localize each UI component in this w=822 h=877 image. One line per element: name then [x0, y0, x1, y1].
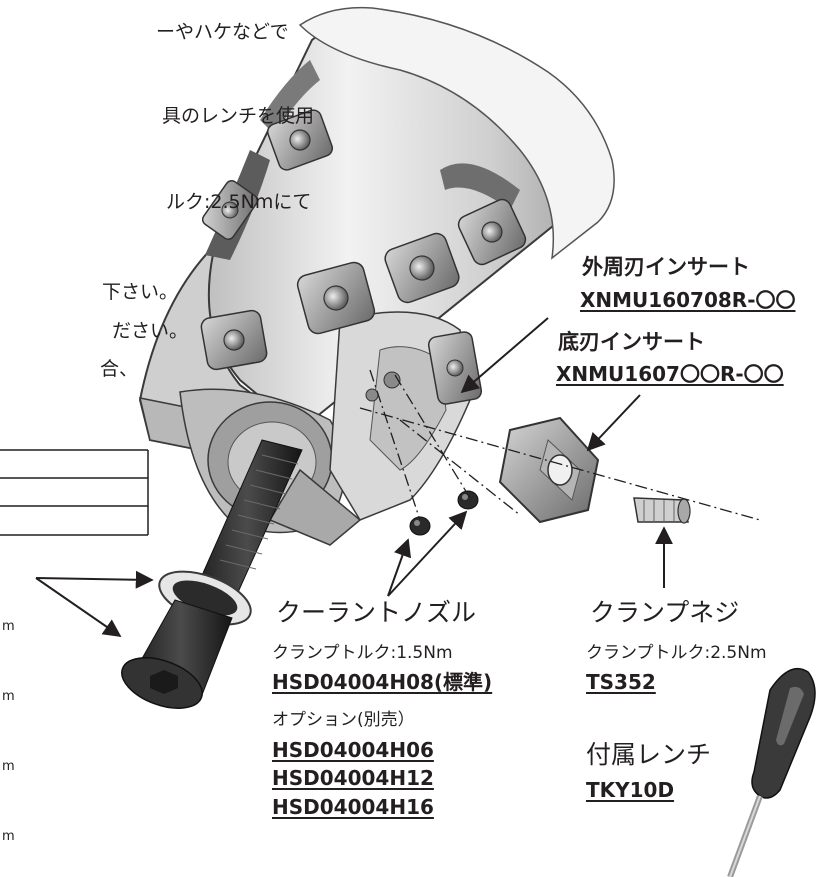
coolant-nozzle-option-1: HSD04004H06: [272, 738, 434, 762]
wrench-illustration: [727, 667, 816, 877]
bottom-insert-part-number: XNMU1607〇〇R-〇〇: [556, 362, 784, 386]
peripheral-insert-title: 外周刃インサート: [582, 255, 750, 279]
assembly-axis-lines: [359, 369, 761, 521]
wrench-title: 付属レンチ: [586, 740, 712, 769]
left-text-fragment-3: ルク:2.5Nmにて: [166, 191, 312, 213]
loose-bottom-insert: [498, 416, 600, 524]
left-edge-char-3: m: [2, 759, 15, 774]
left-edge-char-4: m: [2, 829, 15, 844]
coolant-nozzle-torque: クランプトルク:1.5Nm: [272, 643, 453, 663]
bottom-insert-title: 底刃インサート: [558, 330, 705, 354]
clamp-screw: [633, 497, 691, 524]
coolant-nozzle-title: クーラントノズル: [276, 598, 477, 627]
coolant-nozzle-option-label: オプション(別売）: [272, 710, 415, 730]
left-text-fragment-2: 具のレンチを使用: [162, 105, 315, 127]
arbor-bolt: [121, 439, 303, 709]
left-text-fragment-6: 合、: [100, 358, 139, 380]
left-text-fragment-1: ーやハケなどで: [156, 21, 289, 43]
clamp-screw-part-number: TS352: [586, 670, 656, 694]
clamp-screw-title: クランプネジ: [590, 598, 740, 627]
left-text-fragment-4: 下さい。: [102, 281, 179, 303]
partial-spec-table: [0, 449, 149, 536]
coolant-nozzle-part-number: HSD04004H08(標準): [272, 670, 493, 694]
coolant-nozzle-option-2: HSD04004H12: [272, 766, 434, 790]
left-edge-char-1: m: [2, 619, 15, 634]
coolant-nozzles: [409, 490, 479, 536]
clamp-screw-torque: クランプトルク:2.5Nm: [586, 643, 767, 663]
callout-arrows: [35, 317, 673, 638]
left-text-fragment-5: ださい。: [112, 320, 189, 342]
coolant-nozzle-option-3: HSD04004H16: [272, 795, 434, 819]
peripheral-insert-part-number: XNMU160708R-〇〇: [580, 288, 796, 312]
left-edge-char-2: m: [2, 689, 15, 704]
wrench-part-number: TKY10D: [586, 778, 675, 802]
